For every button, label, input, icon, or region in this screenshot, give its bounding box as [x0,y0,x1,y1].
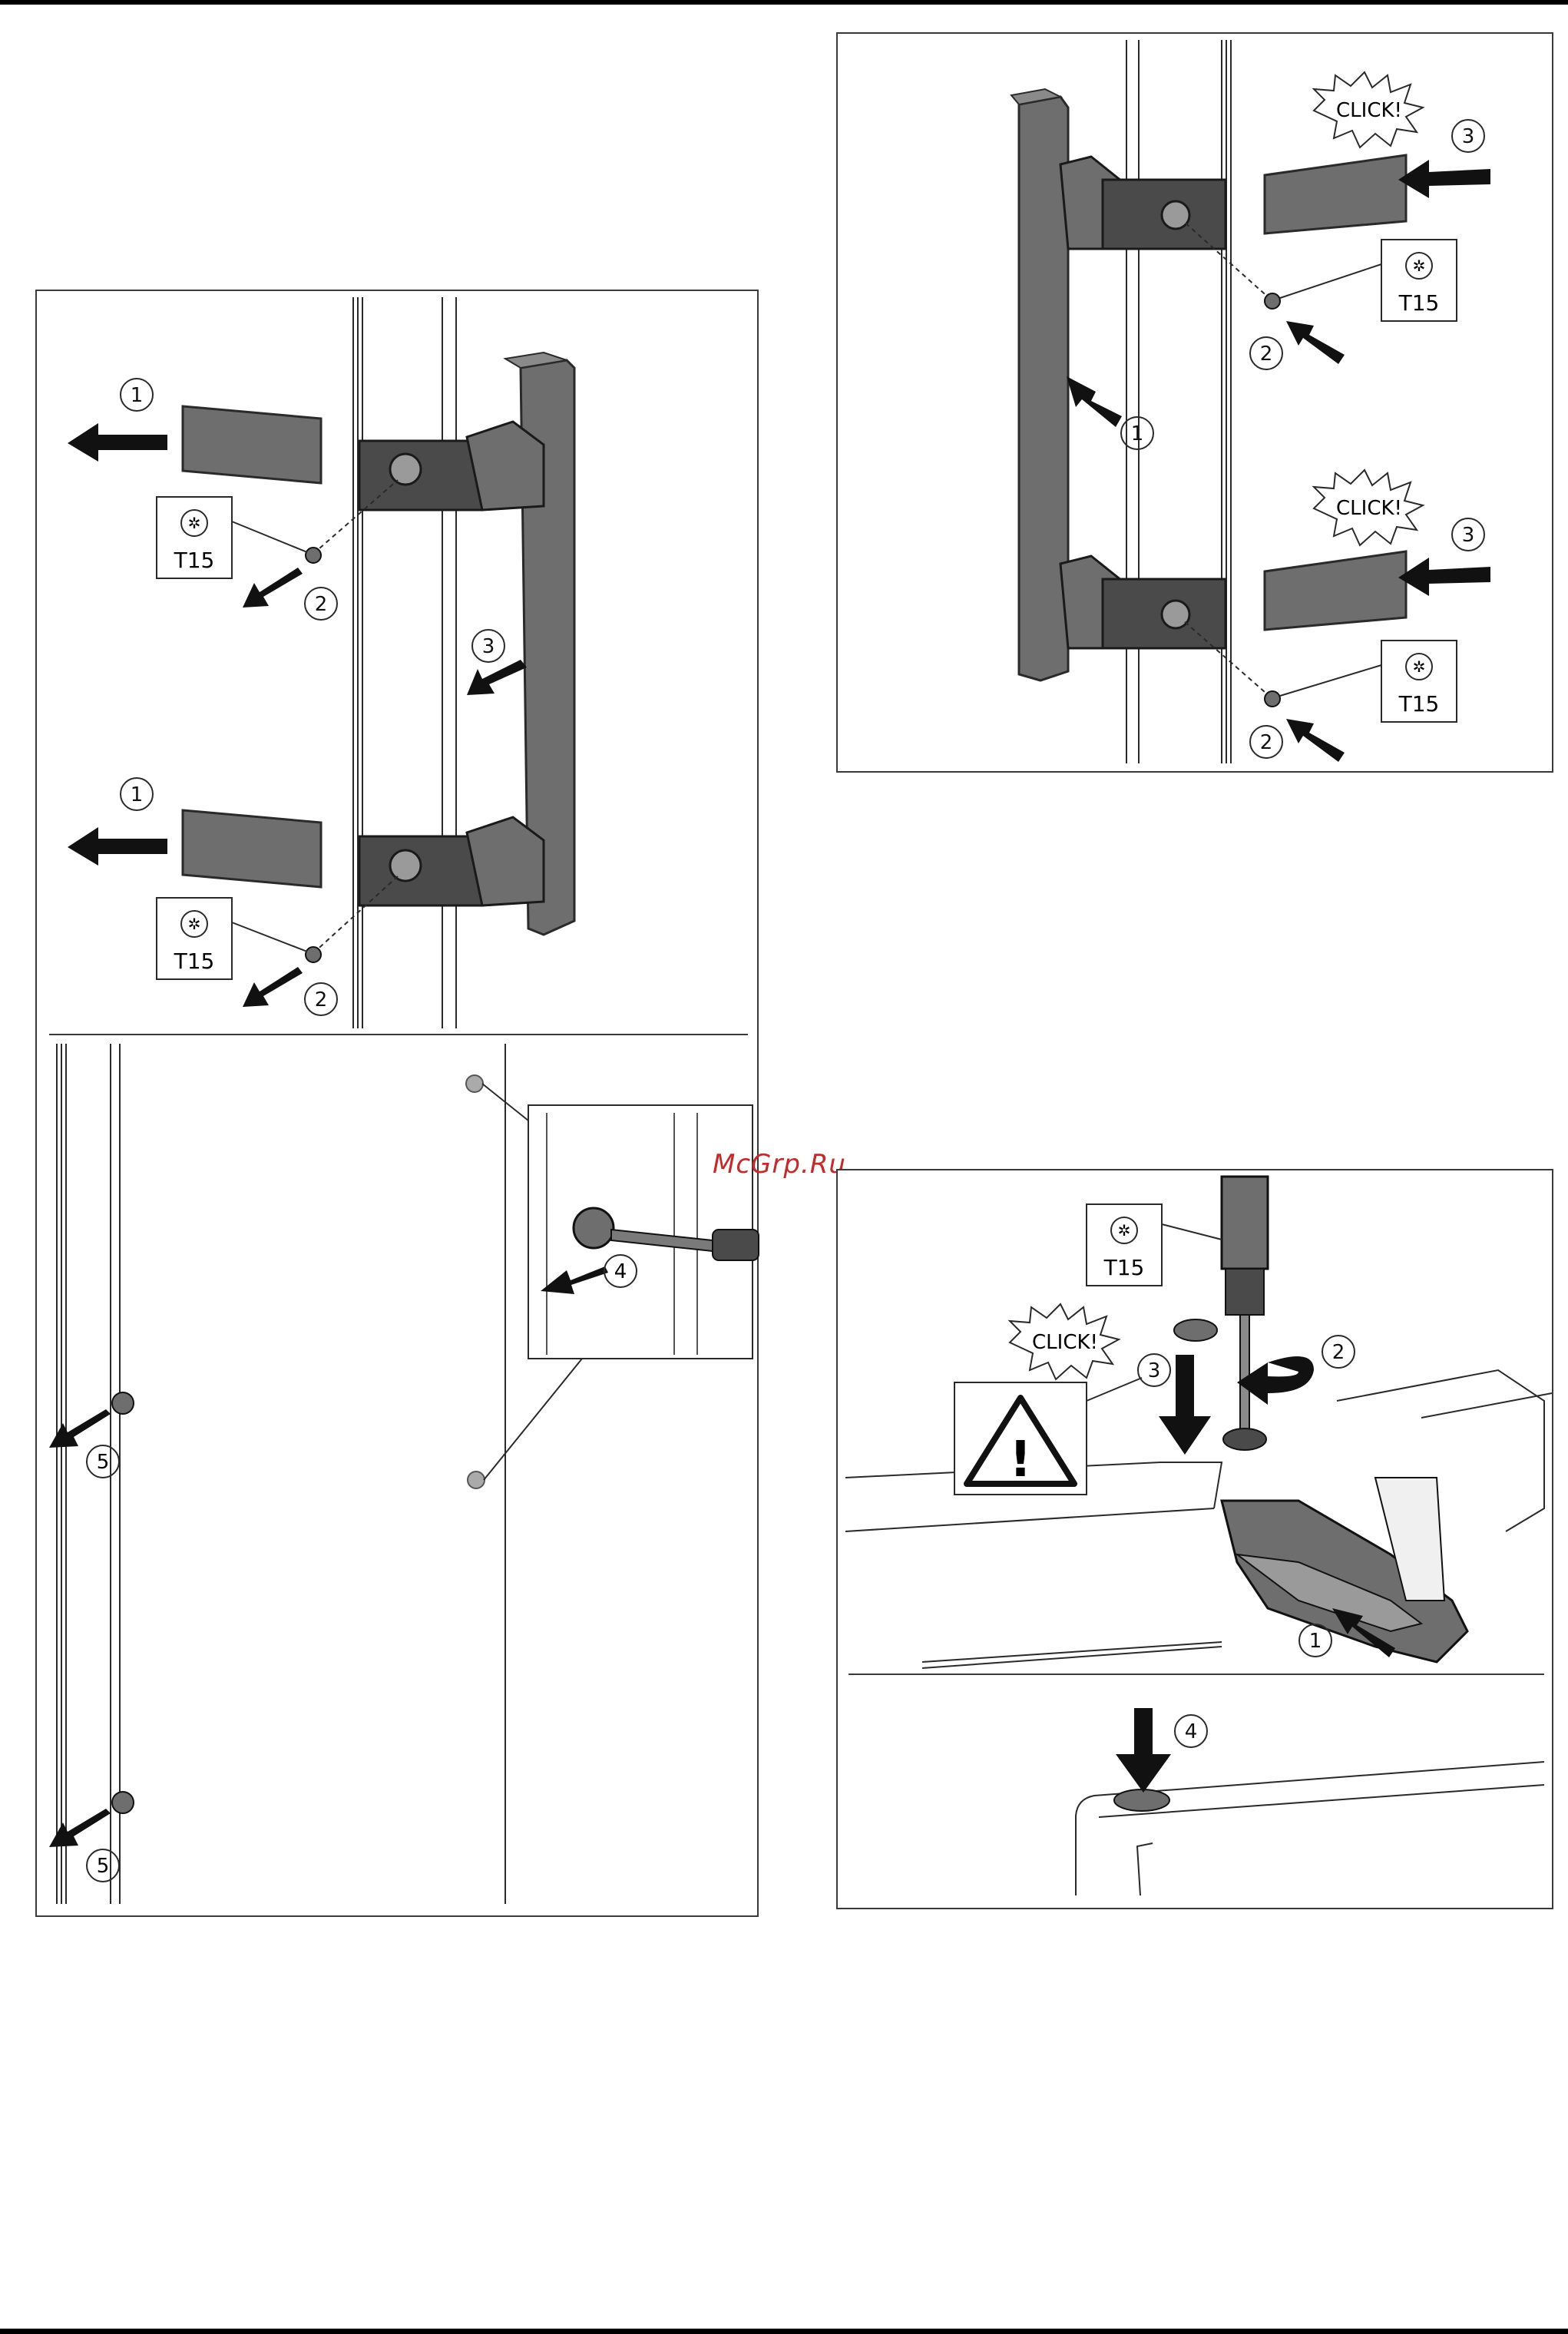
svg-text:2: 2 [315,988,328,1011]
svg-text:!: ! [1009,1432,1031,1488]
arrow-icon [1067,376,1122,427]
watermark: McGrp.Ru [713,1149,846,1180]
click-label: CLICK! [1336,99,1402,122]
handle-bar [1019,97,1068,680]
svg-text:✲: ✲ [1413,657,1426,676]
click-burst-icon: CLICK! [1010,1304,1119,1379]
arrow-icon [49,1409,111,1448]
svg-text:2: 2 [1332,1341,1345,1364]
upper-bracket [359,422,544,510]
panel-fit-handle: CLICK! CLICK! ✲ T15 ✲ T15 3 3 2 2 1 [836,32,1553,773]
tool-label: T15 [1103,1255,1145,1280]
svg-text:4: 4 [614,1260,627,1283]
arrow-icon [1398,160,1490,198]
click-label: CLICK! [1032,1331,1098,1354]
arrow-icon [68,827,167,866]
click-burst-icon: CLICK! [1314,72,1423,147]
svg-text:1: 1 [1309,1630,1322,1653]
top-rule [0,0,1568,5]
hinge-cover-illustration: ✲ T15 CLICK! ! 3 2 1 4 [838,1170,1555,1911]
arrow-icon [1286,719,1345,762]
bottom-rule [0,2329,1568,2334]
svg-text:✲: ✲ [1118,1221,1131,1240]
svg-text:4: 4 [1185,1720,1198,1743]
panel-hinge-cover: ✲ T15 CLICK! ! 3 2 1 4 [836,1169,1553,1909]
svg-text:1: 1 [131,783,144,806]
screw [1265,691,1280,707]
svg-text:1: 1 [1131,422,1144,445]
svg-text:3: 3 [1462,524,1475,547]
svg-text:3: 3 [482,635,495,658]
arrow-icon [1116,1708,1171,1793]
svg-text:3: 3 [1148,1359,1161,1382]
tool-label: T15 [1398,691,1440,717]
upper-cover [183,406,321,483]
screw [306,548,321,563]
svg-text:5: 5 [97,1855,110,1878]
arrow-icon [68,423,167,462]
svg-text:✲: ✲ [188,514,201,532]
lower-bracket [359,817,544,905]
arrow-icon [1398,558,1490,596]
arrow-icon [1159,1355,1211,1455]
svg-text:5: 5 [97,1451,110,1474]
upper-cover [1265,155,1406,233]
arrow-icon [467,660,527,695]
svg-text:2: 2 [1260,731,1273,754]
svg-text:2: 2 [1260,343,1273,366]
arrow-icon [243,568,303,608]
upper-bracket [1060,157,1226,249]
click-burst-icon: CLICK! [1314,470,1423,545]
panel-remove-handle: ✲ T15 ✲ T15 1 1 2 2 3 4 5 [35,290,759,1917]
lower-cover [1265,551,1406,630]
remove-handle-illustration: ✲ T15 ✲ T15 1 1 2 2 3 4 5 [37,291,760,1919]
lower-cover [183,810,321,887]
arrow-icon [49,1809,111,1847]
svg-text:2: 2 [315,593,328,616]
svg-text:✲: ✲ [1413,257,1426,275]
screw [1265,293,1280,309]
click-label: CLICK! [1336,497,1402,520]
tool-label: T15 [174,948,215,974]
svg-text:3: 3 [1462,125,1475,148]
svg-text:1: 1 [131,384,144,407]
arrow-icon [243,967,303,1007]
lower-bracket [1060,556,1226,648]
fit-handle-illustration: CLICK! CLICK! ✲ T15 ✲ T15 3 3 2 2 1 [838,34,1555,774]
tool-label: T15 [174,548,215,573]
svg-text:✲: ✲ [188,915,201,933]
tool-label: T15 [1398,290,1440,316]
screw [306,947,321,962]
arrow-icon [1286,321,1345,364]
